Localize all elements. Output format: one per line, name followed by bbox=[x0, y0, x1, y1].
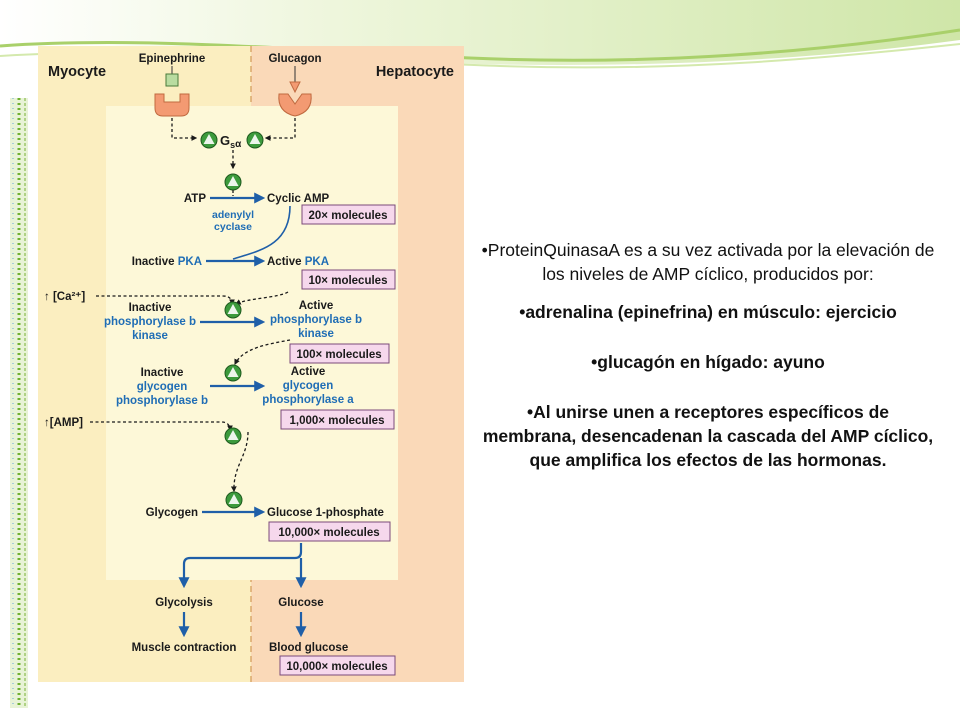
pka-enzyme-icon bbox=[224, 301, 242, 319]
kinase-molecules-box bbox=[289, 343, 390, 364]
pka-molecules-label: 10× molecules bbox=[309, 275, 388, 287]
paragraph-glucagon: •glucagón en hígado: ayuno bbox=[591, 352, 825, 372]
phosphorylase-enzyme-icon bbox=[225, 491, 243, 509]
cytosol-region bbox=[106, 106, 398, 580]
inactive-kinase-label-1: Inactive bbox=[129, 302, 172, 314]
paragraph-pka: •ProteinQuinasaA es a su vez activada po… bbox=[481, 240, 935, 284]
glucagon-receptor-icon bbox=[278, 93, 312, 117]
inactive-pka-label: Inactive PKA bbox=[132, 256, 202, 268]
calcium-label: ↑ [Ca²⁺] bbox=[44, 291, 85, 303]
kinase-molecules-label: 100× molecules bbox=[296, 349, 381, 361]
active-gp-label-1: Active bbox=[291, 366, 326, 378]
glucose-label: Glucose bbox=[278, 597, 323, 609]
cyclase-label: cyclase bbox=[214, 221, 252, 233]
epinephrine-ligand-icon bbox=[165, 73, 179, 87]
amp-molecules-box bbox=[301, 204, 396, 225]
gp-molecules-label: 1,000× molecules bbox=[290, 415, 385, 427]
blood-molecules-box bbox=[279, 655, 396, 676]
active-gp-label-2: glycogen bbox=[283, 380, 333, 392]
blood-glucose-label: Blood glucose bbox=[269, 642, 348, 654]
inactive-gp-label-2: glycogen bbox=[137, 381, 187, 393]
left-border-decoration bbox=[10, 98, 28, 708]
active-kinase-label-1: Active bbox=[299, 300, 334, 312]
glycogen-label: Glycogen bbox=[146, 507, 198, 519]
active-pka-label: Active PKA bbox=[267, 256, 329, 268]
paragraph-receptores: •Al unirse unen a receptores específicos… bbox=[482, 402, 934, 470]
pka-molecules-box bbox=[301, 269, 396, 290]
glucagon-ligand-icon bbox=[289, 81, 301, 94]
amp-enzyme-icon bbox=[224, 427, 242, 445]
glucagon-label: Glucagon bbox=[268, 53, 321, 65]
epinephrine-label: Epinephrine bbox=[139, 53, 205, 65]
epinephrine-receptor-icon bbox=[154, 93, 190, 117]
g1p-molecules-box bbox=[268, 521, 391, 542]
adenylyl-label: adenylyl bbox=[212, 209, 254, 221]
active-kinase-label-3: kinase bbox=[298, 328, 334, 340]
gs-alpha-left-icon bbox=[200, 131, 218, 149]
g1p-label: Glucose 1-phosphate bbox=[267, 507, 384, 519]
cyclic-amp-label: Cyclic AMP bbox=[267, 193, 330, 205]
amp-molecules-label: 20× molecules bbox=[309, 210, 388, 222]
active-kinase-label-2: phosphorylase b bbox=[270, 314, 362, 326]
kinase-enzyme-icon bbox=[224, 364, 242, 382]
gs-alpha-label: Gsα bbox=[220, 133, 242, 150]
glycolysis-label: Glycolysis bbox=[155, 597, 213, 609]
hepatocyte-label: Hepatocyte bbox=[376, 64, 454, 80]
atp-label: ATP bbox=[184, 193, 206, 205]
inactive-kinase-label-2: phosphorylase b bbox=[104, 316, 196, 328]
blood-molecules-label: 10,000× molecules bbox=[286, 661, 387, 673]
gs-alpha-right-icon bbox=[246, 131, 264, 149]
inactive-kinase-label-3: kinase bbox=[132, 330, 168, 342]
inactive-gp-label-3: phosphorylase b bbox=[116, 395, 208, 407]
gp-molecules-box bbox=[280, 409, 395, 430]
adenylyl-cyclase-icon bbox=[224, 173, 242, 191]
g1p-molecules-label: 10,000× molecules bbox=[278, 527, 379, 539]
explanation-text: •ProteinQuinasaA es a su vez activada po… bbox=[478, 238, 938, 472]
paragraph-adrenalina: •adrenalina (epinefrina) en músculo: eje… bbox=[519, 302, 897, 322]
amp-regulation-label: ↑[AMP] bbox=[44, 417, 83, 429]
cascade-diagram: Myocyte Hepatocyte Epinephrine Glucagon … bbox=[38, 46, 464, 682]
inactive-gp-label-1: Inactive bbox=[141, 367, 184, 379]
active-gp-label-3: phosphorylase a bbox=[262, 394, 354, 406]
myocyte-label: Myocyte bbox=[48, 64, 106, 80]
muscle-contraction-label: Muscle contraction bbox=[132, 642, 237, 654]
